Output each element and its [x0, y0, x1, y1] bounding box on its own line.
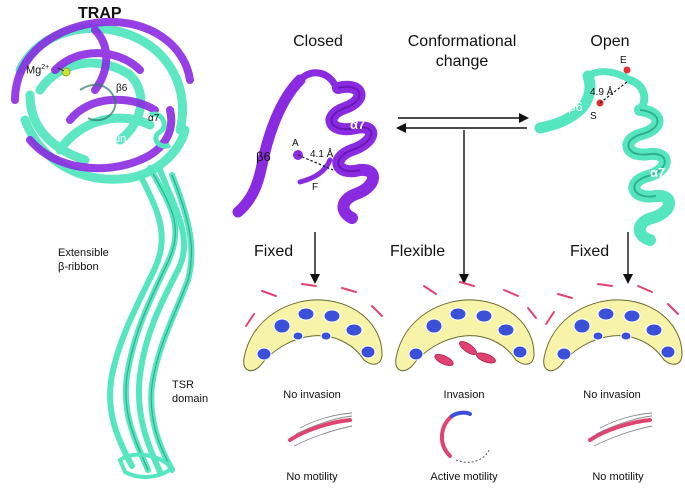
- extensible-label-2: β-ribbon: [58, 261, 99, 273]
- trap-structure: [11, 17, 195, 479]
- mg-label: Mg2+: [26, 64, 49, 77]
- closed-structure: [232, 69, 379, 224]
- open-beta6-label: β6: [568, 99, 583, 114]
- open-alpha7-label: α7: [650, 165, 666, 180]
- motility-caption-closed: No motility: [286, 471, 338, 483]
- closed-state-label: Closed: [293, 33, 343, 50]
- motility-none-left: [288, 412, 353, 447]
- mg-label-superscript: 2+: [41, 64, 50, 71]
- open-structure: [534, 66, 675, 246]
- motility-none-right: [588, 412, 653, 447]
- closed-residue-a: A: [292, 138, 299, 149]
- motility-caption-flexible: Active motility: [430, 471, 498, 483]
- closed-residue-f: F: [312, 182, 319, 193]
- mode-label-open: Fixed: [570, 243, 610, 260]
- beta6-label-left: β6: [116, 83, 128, 94]
- mode-label-flexible: Flexible: [390, 243, 446, 260]
- conformational-label-2: change: [435, 53, 489, 70]
- invasion-caption-flexible: Invasion: [443, 389, 485, 401]
- motility-active: [440, 410, 491, 463]
- conformational-label-1: Conformational: [407, 33, 517, 50]
- closed-beta6-label: β6: [256, 149, 271, 164]
- mode-label-closed: Fixed: [254, 243, 294, 260]
- cell-closed: [243, 283, 383, 372]
- trap-title: TRAP: [78, 5, 122, 22]
- mg-label-text: Mg: [26, 64, 42, 77]
- cell-flexible: [395, 281, 537, 372]
- invasion-caption-closed: No invasion: [283, 389, 341, 401]
- open-state-label: Open: [590, 33, 630, 50]
- open-residue-e: E: [620, 55, 627, 66]
- invasion-caption-open: No invasion: [583, 389, 641, 401]
- tsr-label-2: domain: [172, 393, 209, 405]
- closed-distance: 4.1 Å: [310, 149, 334, 160]
- extensible-label-1: Extensible: [58, 247, 109, 259]
- closed-alpha7-label: α7: [350, 117, 366, 132]
- motility-caption-open: No motility: [592, 471, 644, 483]
- open-distance: 4.9 Å: [590, 87, 614, 98]
- transition-arrows: [310, 113, 633, 284]
- open-residue-s: S: [590, 111, 597, 122]
- cell-open: [543, 283, 683, 372]
- i-domain-label: I domain: [84, 133, 127, 145]
- tsr-label-1: TSR: [172, 379, 194, 391]
- alpha7-label-left: α7: [148, 113, 160, 124]
